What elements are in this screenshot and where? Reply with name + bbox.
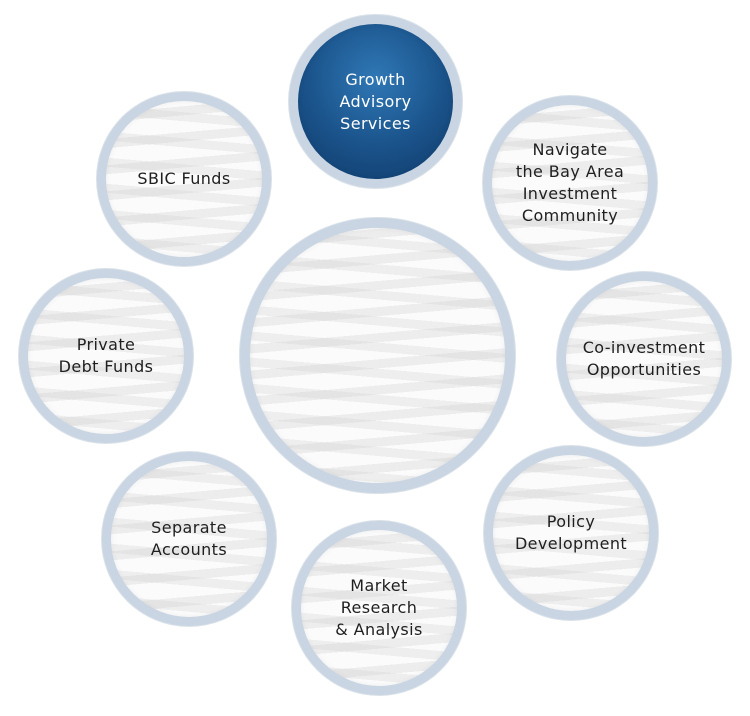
node-policy-development[interactable]: Policy Development — [484, 446, 658, 620]
node-navigate-bay-area[interactable]: Navigate the Bay Area Investment Communi… — [483, 96, 657, 270]
node-label: Co-investment Opportunities — [582, 338, 706, 379]
node-private-debt-funds[interactable]: Private Debt Funds — [19, 269, 193, 443]
node-label: Market Research & Analysis — [335, 576, 423, 639]
node-label: Growth Advisory Services — [339, 69, 412, 133]
node-label: Policy Development — [514, 512, 628, 553]
node-market-research-analysis[interactable]: Market Research & Analysis — [292, 521, 466, 695]
node-growth-advisory-services[interactable]: Growth Advisory Services — [289, 15, 462, 188]
node-label: SBIC Funds — [137, 169, 231, 188]
node-sbic-funds[interactable]: SBIC Funds — [97, 92, 271, 266]
node-label: Separate Accounts — [150, 518, 228, 559]
node-co-investment-opportunities[interactable]: Co-investment Opportunities — [557, 272, 731, 446]
node-label: Private Debt Funds — [58, 335, 154, 376]
center-hub-circle — [240, 218, 515, 493]
node-label: Navigate the Bay Area Investment Communi… — [515, 140, 625, 225]
node-separate-accounts[interactable]: Separate Accounts — [102, 452, 276, 626]
